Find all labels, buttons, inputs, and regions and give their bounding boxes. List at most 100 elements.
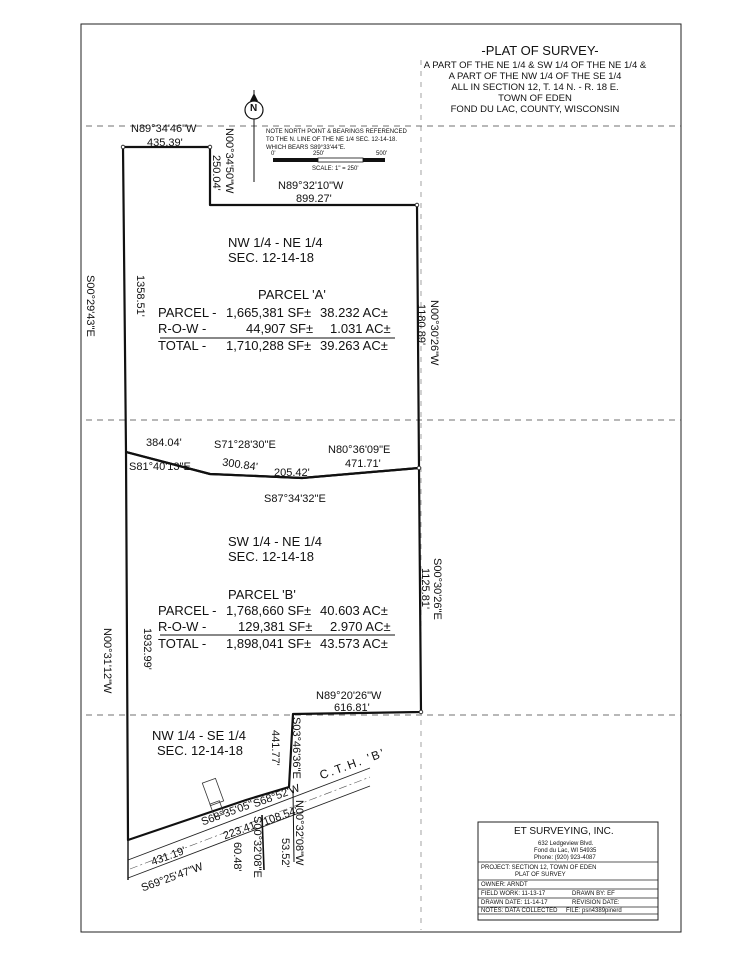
iron-marker <box>414 202 420 208</box>
s03-bearing: S03°46'36"E <box>290 717 302 779</box>
title-block-revision: REVISION DATE: <box>572 900 620 906</box>
building-outline <box>201 777 225 807</box>
south-b-bearing: N89°20'26"W <box>316 690 382 702</box>
title-block-project: PROJECT: SECTION 12, TOWN OF EDEN <box>481 865 597 871</box>
parcel-a-row2-sf: 44,907 SF± <box>246 321 314 336</box>
header-line-5: FOND DU LAC, COUNTY, WISCONSIN <box>450 104 620 115</box>
west-b-bearing: N00°31'12"W <box>101 628 113 694</box>
parcel-a-row1-ac: 38.232 AC± <box>320 305 388 320</box>
parcel-a-quarter: NW 1/4 - NE 1/4 <box>228 235 323 250</box>
north-letter: N <box>250 103 258 114</box>
header-line-1: A PART OF THE NE 1/4 & SW 1/4 OF THE NE … <box>423 60 647 71</box>
parcel-a-row2-label: R-O-W - <box>158 321 207 336</box>
header-line-3: ALL IN SECTION 12, T. 14 N. - R. 18 E. <box>451 82 619 93</box>
parcel-b-row3-ac: 43.573 AC± <box>320 636 388 651</box>
parcel-b-row2-ac: 2.970 AC± <box>330 619 391 634</box>
parcel-a-row3-sf: 1,710,288 SF± <box>226 338 312 353</box>
header-line-2: A PART OF THE NW 1/4 OF THE SE 1/4 <box>448 71 622 82</box>
parcel-b-name: PARCEL 'B' <box>228 587 296 602</box>
parcel-a-name: PARCEL 'A' <box>258 287 326 302</box>
plat-title: -PLAT OF SURVEY- <box>481 43 599 58</box>
stub2-distance: 53.52' <box>279 838 291 868</box>
title-block-project2: PLAT OF SURVEY <box>515 872 566 878</box>
parcel-a-row1-label: PARCEL - <box>158 305 217 320</box>
sheet-border <box>80 23 682 933</box>
mid-bearing-lower: S87°34'32"E <box>264 493 326 505</box>
west-a-bearing: S00°29'43"E <box>84 275 96 337</box>
parcel-b-row2-label: R-O-W - <box>158 619 207 634</box>
iron-marker <box>120 144 126 150</box>
scale-bar-black <box>273 158 318 162</box>
se-section-label: SEC. 12-14-18 <box>157 743 243 758</box>
east-b-bearing: S00°30'26"E <box>431 558 443 620</box>
se-quarter-label: NW 1/4 - SE 1/4 <box>152 728 246 743</box>
parcel-a-row3-ac: 39.263 AC± <box>320 338 388 353</box>
parcel-a-section: SEC. 12-14-18 <box>228 250 314 265</box>
scale-text: SCALE: 1" = 250' <box>312 166 359 172</box>
parcel-a-row3-label: TOTAL - <box>158 338 207 353</box>
top-step-distance: 250.04' <box>210 155 222 191</box>
title-block-owner: OWNER: ARNDT <box>481 882 528 888</box>
header-line-4: TOWN OF EDEN <box>498 93 572 104</box>
top-right-bearing: N89°32'10"W <box>278 180 344 192</box>
parcel-b-section: SEC. 12-14-18 <box>228 549 314 564</box>
parcel-b-row3-sf: 1,898,041 SF± <box>226 636 312 651</box>
west-a-distance: 1358.51' <box>134 275 146 317</box>
stub-line-2 <box>292 789 295 863</box>
stub-line <box>261 814 265 871</box>
top-left-distance: 435.39' <box>147 137 183 149</box>
title-block-field-work: FIELD WORK: 11-13-17 <box>481 891 546 897</box>
scale-tick-0: 0' <box>271 151 276 157</box>
mid-distance-4: 471.71' <box>345 458 381 470</box>
mid-bearing-3: N80°36'09"E <box>328 444 391 456</box>
parcel-a-row2-ac: 1.031 AC± <box>330 321 391 336</box>
title-block-phone: Phone: (920) 923-4087 <box>534 855 596 861</box>
iron-marker <box>416 465 422 471</box>
road-centerline <box>129 776 371 870</box>
title-block-drawn-by: DRAWN BY: EF <box>572 891 615 897</box>
title-block-company: ET SURVEYING, INC. <box>514 826 614 837</box>
building-outline-2 <box>209 800 225 818</box>
top-step-bearing: N00°34'50"W <box>223 128 235 194</box>
stub-distance: 60.48' <box>231 842 243 872</box>
mid-distance-1: 384.04' <box>146 437 182 449</box>
mid-distance-3: 205.42' <box>274 467 310 479</box>
north-arrow-head <box>250 93 258 101</box>
stub2-bearing: N00°32'08"W <box>293 800 305 866</box>
title-block-address1: 632 Ledgeview Blvd. <box>538 841 594 847</box>
title-block-file: FILE: psn4389pinerd <box>566 908 622 914</box>
scale-tick-250: 250' <box>313 151 325 157</box>
top-left-bearing: N89°34'46"W <box>131 123 197 135</box>
road-line-1 <box>127 767 371 861</box>
parcel-b-row2-sf: 129,381 SF± <box>238 619 313 634</box>
title-block <box>477 821 659 921</box>
title-block-address2: Fond du Lac, WI 54935 <box>534 848 597 854</box>
parcel-a-row1-sf: 1,665,381 SF± <box>226 305 312 320</box>
iron-marker <box>207 144 213 150</box>
south-b-distance: 616.81' <box>334 702 370 714</box>
iron-marker <box>418 709 424 715</box>
scale-tick-500: 500' <box>376 151 388 157</box>
top-right-distance: 899.27' <box>296 193 332 205</box>
parcel-b-row1-label: PARCEL - <box>158 603 217 618</box>
north-note-line-3: WHICH BEARS S89°33'44"E. <box>266 145 346 151</box>
mid-bearing-1: S71°28'30"E <box>214 439 276 451</box>
s03-distance: 441.77' <box>269 730 281 766</box>
east-a-distance: 1180.89' <box>415 304 427 346</box>
title-block-notes: NOTES: DATA COLLECTED <box>481 908 558 914</box>
parcel-b-row1-ac: 40.603 AC± <box>320 603 388 618</box>
mid-bearing-left: S81°40'13"E <box>129 461 191 473</box>
west-b-distance: 1932.99' <box>141 628 153 670</box>
title-block-drawn-date: DRAWN DATE: 11-14-17 <box>481 900 548 906</box>
parcel-b-quarter: SW 1/4 - NE 1/4 <box>228 534 322 549</box>
parcel-b-row1-sf: 1,768,660 SF± <box>226 603 312 618</box>
parcel-b-boundary <box>124 450 423 842</box>
north-note-line-2: TO THE N. LINE OF THE NE 1/4 SEC. 12-14-… <box>266 137 398 143</box>
east-b-distance: 1125.81' <box>419 568 431 610</box>
parcel-b-row3-label: TOTAL - <box>158 636 207 651</box>
stub-bearing: S00°32'08"E <box>251 816 263 878</box>
road-line-2 <box>127 785 371 879</box>
scale-bar-black-2 <box>363 158 385 162</box>
east-a-bearing: N00°30'26"W <box>428 300 440 366</box>
